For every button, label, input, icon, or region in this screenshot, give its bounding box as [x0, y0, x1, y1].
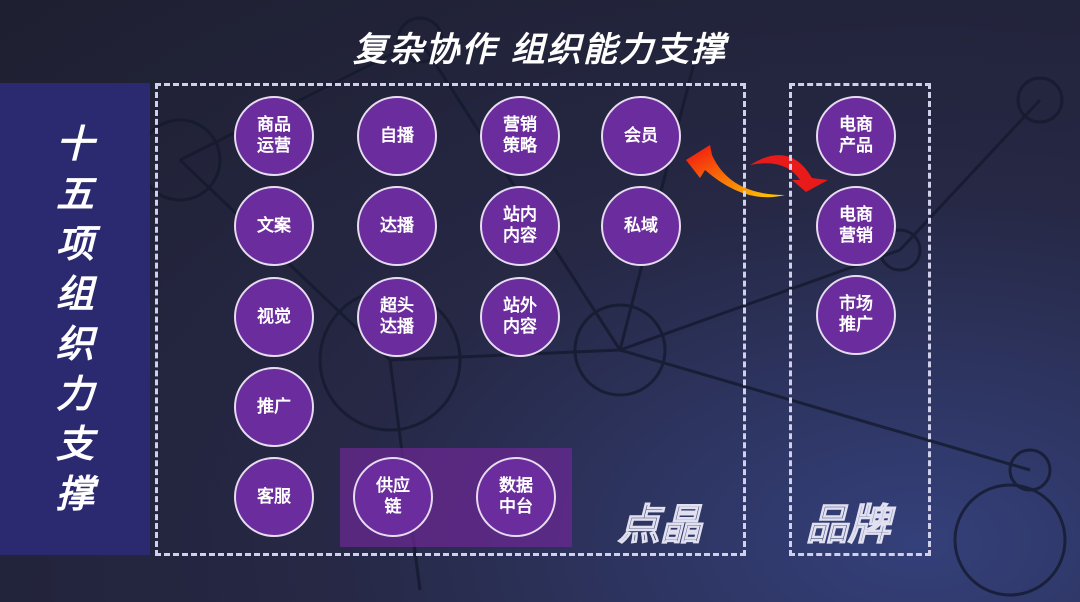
role-circle: 站内内容 — [480, 186, 560, 266]
banner-char: 五 — [55, 172, 94, 216]
page-title: 复杂协作 组织能力支撑 — [353, 30, 727, 70]
role-circle: 私域 — [601, 186, 681, 266]
side-banner: 十五项组织力支撑 — [0, 83, 150, 555]
role-circle: 超头达播 — [357, 277, 437, 357]
role-circle: 视觉 — [234, 277, 314, 357]
role-circle: 数据中台 — [476, 457, 556, 537]
role-circle: 达播 — [357, 186, 437, 266]
role-circle: 客服 — [234, 457, 314, 537]
banner-char: 织 — [55, 322, 94, 366]
role-circle: 电商营销 — [816, 186, 896, 266]
role-circle: 供应链 — [353, 457, 433, 537]
role-circle: 站外内容 — [480, 277, 560, 357]
role-circle: 会员 — [601, 96, 681, 176]
dianjing-group-box — [155, 83, 746, 556]
role-circle: 自播 — [357, 96, 437, 176]
banner-char: 十 — [55, 122, 94, 166]
role-circle: 营销策略 — [480, 96, 560, 176]
role-circle: 市场推广 — [816, 275, 896, 355]
role-circle: 电商产品 — [816, 96, 896, 176]
role-circle: 文案 — [234, 186, 314, 266]
banner-char: 力 — [55, 372, 94, 416]
banner-char: 组 — [55, 272, 94, 316]
role-circle: 商品运营 — [234, 96, 314, 176]
banner-char: 支 — [55, 422, 94, 466]
brand-watermark: 品牌 — [805, 499, 891, 549]
exchange-arrows-icon — [686, 145, 828, 198]
dianjing-watermark: 点晶 — [617, 499, 703, 549]
role-circle: 推广 — [234, 367, 314, 447]
banner-char: 撑 — [55, 472, 94, 516]
brand-group-box — [789, 83, 931, 556]
banner-char: 项 — [55, 222, 94, 266]
